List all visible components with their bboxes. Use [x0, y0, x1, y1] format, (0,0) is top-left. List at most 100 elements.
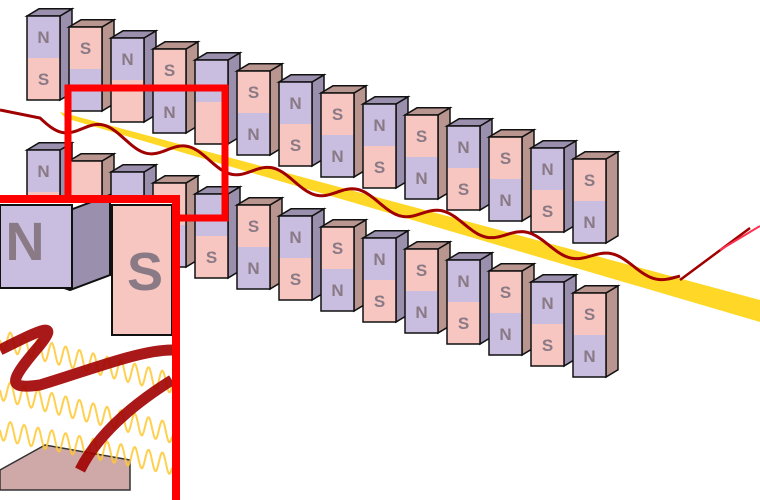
magnet-front-bottom: [573, 335, 606, 377]
magnet-front-bottom: [279, 124, 312, 166]
magnet-front-top: [237, 71, 270, 113]
magnet-block: SN: [318, 84, 369, 179]
magnet-outline: [320, 92, 355, 178]
magnet-outline: [278, 215, 313, 301]
inset-north-magnet: [0, 204, 73, 289]
south-pole-label: S: [500, 283, 511, 302]
south-pole-label: S: [80, 39, 91, 58]
magnet-block: SN: [234, 62, 285, 157]
magnet-block: SN: [318, 218, 369, 313]
magnet-front-top: [489, 271, 522, 313]
magnet-front-top: [405, 249, 438, 291]
magnet-front-top: [363, 238, 396, 280]
magnet-front-bottom: [321, 269, 354, 311]
north-pole-label: N: [289, 94, 301, 113]
north-pole-label: N: [457, 272, 469, 291]
magnet-outline: [110, 37, 145, 123]
magnet-outline: [236, 204, 271, 290]
magnet-outline: [404, 248, 439, 334]
magnet-front-bottom: [447, 168, 480, 210]
magnet-outline: [572, 158, 607, 244]
magnet-front-top: [489, 137, 522, 179]
magnet-block: NS: [444, 117, 495, 212]
magnet-block: SN: [402, 106, 453, 201]
magnet-front-top: [363, 104, 396, 146]
magnet-outline: [446, 125, 481, 211]
magnet-front-bottom: [489, 179, 522, 221]
magnet-front-bottom: [237, 113, 270, 155]
magnet-block: S: [192, 185, 243, 280]
north-pole-label: N: [583, 213, 595, 232]
north-pole-label: N: [457, 138, 469, 157]
magnet-front-top: [27, 16, 60, 58]
magnet-block: SN: [234, 196, 285, 291]
magnet-front-bottom: [195, 236, 228, 278]
south-pole-label: S: [458, 314, 469, 333]
exit-electron-path: [679, 226, 751, 282]
south-pole-label: S: [332, 239, 343, 258]
electron-trajectory: [0, 108, 681, 282]
magnet-front-top: [321, 227, 354, 269]
south-pole-label: S: [248, 83, 259, 102]
south-pole-label: S: [542, 202, 553, 221]
north-pole-label: N: [289, 228, 301, 247]
north-pole-label: N: [583, 347, 595, 366]
magnet-front-bottom: [363, 146, 396, 188]
magnet-outline: [572, 292, 607, 378]
magnet-outline: [488, 270, 523, 356]
magnet-outline: [446, 259, 481, 345]
north-pole-label: N: [499, 325, 511, 344]
magnet-outline: [236, 70, 271, 156]
magnet-side-face: [605, 150, 619, 245]
north-pole-label: N: [37, 162, 49, 181]
magnet-front-top: [531, 282, 564, 324]
magnet-front-top: [153, 49, 186, 91]
magnet-front-bottom: [573, 201, 606, 243]
magnet-block: SN: [402, 240, 453, 335]
magnet-front-top: [447, 126, 480, 168]
magnet-block: NS: [360, 229, 411, 324]
magnet-block: NS: [276, 73, 327, 168]
exit-arrow: [719, 225, 760, 251]
magnet-front-bottom: [237, 247, 270, 289]
inset-north-label: N: [6, 212, 45, 272]
magnet-outline: [26, 15, 61, 101]
magnet-front-bottom: [279, 258, 312, 300]
north-pole-label: N: [121, 50, 133, 69]
magnet-front-top: [321, 93, 354, 135]
magnet-side-face: [605, 284, 619, 379]
north-pole-label: N: [415, 303, 427, 322]
south-pole-label: S: [374, 292, 385, 311]
north-pole-label: N: [415, 169, 427, 188]
south-pole-label: S: [416, 261, 427, 280]
magnet-front-bottom: [489, 313, 522, 355]
magnet-front-top: [111, 38, 144, 80]
inset-electron-path: [0, 324, 175, 473]
magnet-block: NS: [528, 139, 579, 234]
south-pole-label: S: [332, 105, 343, 124]
magnet-outline: [362, 103, 397, 189]
south-pole-label: S: [290, 270, 301, 289]
magnet-front-top: [531, 148, 564, 190]
magnet-outline: [278, 81, 313, 167]
magnet-front-bottom: [405, 291, 438, 333]
magnet-front-top: [279, 82, 312, 124]
inset-south-label: S: [127, 242, 163, 302]
north-pole-label: N: [499, 191, 511, 210]
magnet-block: [192, 51, 243, 146]
magnet-front-bottom: [405, 157, 438, 199]
south-pole-label: S: [458, 180, 469, 199]
magnet-front-top: [573, 293, 606, 335]
magnet-front-bottom: [447, 302, 480, 344]
north-pole-label: N: [373, 250, 385, 269]
south-pole-label: S: [290, 136, 301, 155]
photon-wave: [0, 381, 173, 444]
magnet-front-top: [447, 260, 480, 302]
south-pole-label: S: [248, 217, 259, 236]
magnet-outline: [320, 226, 355, 312]
magnet-outline: [362, 237, 397, 323]
south-pole-label: S: [374, 158, 385, 177]
magnet-front-bottom: [321, 135, 354, 177]
